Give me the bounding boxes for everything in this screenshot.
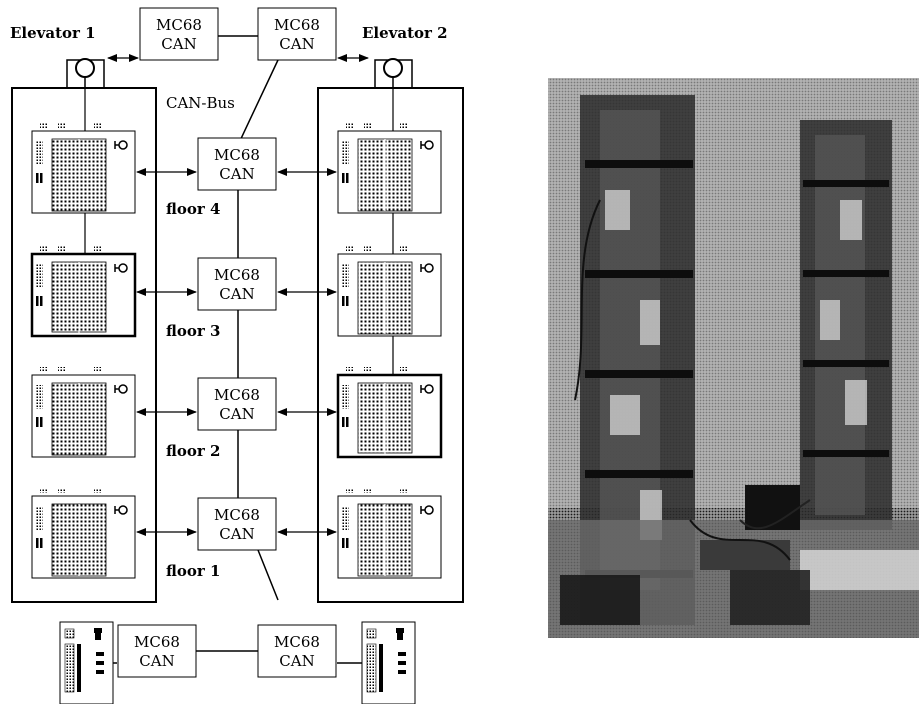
elevator-1-floor-panel (32, 246, 135, 336)
elevator-model-photo (548, 78, 919, 638)
top-controller-right: MC68 CAN (258, 8, 336, 60)
bottom-controller-left: MC68 CAN (118, 625, 196, 677)
controller-can-text: CAN (161, 35, 196, 53)
controller-can-text: CAN (279, 652, 314, 670)
controller-mc68-text: MC68 (134, 633, 180, 651)
controller-can-text: CAN (219, 525, 254, 543)
elevator-1-floor-panel (32, 123, 135, 213)
controller-mc68-text: MC68 (214, 386, 260, 404)
controller-can-text: CAN (219, 405, 254, 423)
top-controller-left: MC68 CAN (140, 8, 218, 60)
can-bus-label: CAN-Bus (166, 94, 235, 112)
floor-label: floor 4 (166, 200, 220, 218)
controller-can-text: CAN (279, 35, 314, 53)
elevator-2-floor-panel (338, 367, 441, 457)
elevator-1-floor-panel (32, 367, 135, 457)
elevator-2-floor-panel (338, 488, 441, 578)
elevator-1-label: Elevator 1 (10, 24, 96, 42)
controller-can-text: CAN (219, 165, 254, 183)
controller-mc68-text: MC68 (214, 266, 260, 284)
controller-can-text: CAN (139, 652, 174, 670)
elevator-2-motor-icon (369, 59, 418, 88)
controller-mc68-text: MC68 (274, 16, 320, 34)
elevator-1-floor-panel (32, 488, 135, 578)
elevator-2-floor-panel (338, 123, 441, 213)
elevator-1-motor-icon (61, 59, 110, 88)
floor-label: floor 2 (166, 442, 220, 460)
floor-label: floor 1 (166, 562, 220, 580)
controller-mc68-text: MC68 (214, 506, 260, 524)
elevator-2-floor-panel (338, 246, 441, 336)
controller-mc68-text: MC68 (274, 633, 320, 651)
elevator-2-control-panel-icon (362, 622, 415, 704)
controller-mc68-text: MC68 (214, 146, 260, 164)
bottom-controller-right: MC68 CAN (258, 600, 336, 677)
floor-label: floor 3 (166, 322, 220, 340)
elevator-2-label: Elevator 2 (362, 24, 448, 42)
elevator-1-control-panel-icon (60, 622, 113, 704)
controller-mc68-text: MC68 (156, 16, 202, 34)
controller-can-text: CAN (219, 285, 254, 303)
